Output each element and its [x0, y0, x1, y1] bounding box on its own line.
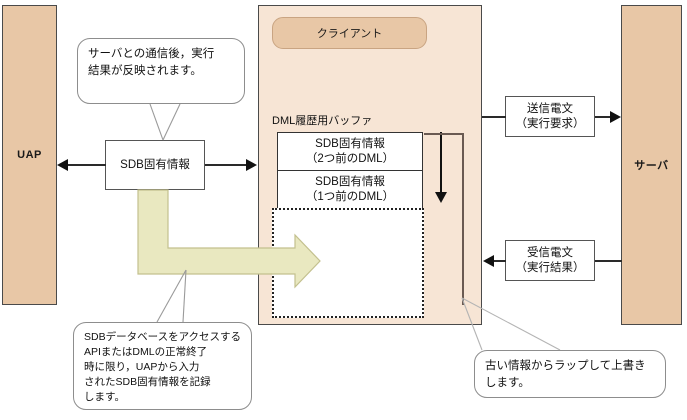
sdb-client-line — [205, 164, 247, 166]
callout-line: APIまたはDMLの正常終了 — [84, 345, 208, 358]
bottom-left-callout-leader-b — [182, 269, 187, 323]
uap-label: UAP — [17, 149, 42, 161]
callout-line: 結果が反映されます。 — [88, 64, 202, 77]
callout-line: します。 — [485, 376, 530, 389]
sdb-client-arrowhead — [246, 159, 257, 171]
callout-line: します。 — [84, 390, 125, 403]
callout-top-left: サーバとの通信後，実行 結果が反映されます。 — [77, 38, 245, 104]
callout-line: 時に限り，UAPから入力 — [84, 360, 200, 373]
receive-message-line1: 受信電文 — [527, 247, 573, 260]
callout-line: サーバとの通信後，実行 — [88, 48, 215, 60]
receive-client-arrowhead — [483, 255, 494, 267]
buffer-cell-line1: SDB固有情報 — [315, 137, 385, 150]
top-left-callout-leader-b — [162, 103, 181, 141]
server-lane: サーバ — [621, 5, 682, 325]
send-server-line — [595, 116, 611, 118]
send-message-line2: （実行要求） — [515, 117, 585, 130]
wrap-callout-anchor-top — [424, 133, 463, 135]
uap-lane: UAP — [2, 5, 57, 305]
buffer-title: DML履歴用バッファ — [272, 115, 373, 127]
callout-line: SDBデータベースをアクセスする — [84, 331, 242, 343]
buffer-cell-2-prior: SDB固有情報 （2つ前のDML） — [277, 132, 423, 171]
buffer-cell-line2: （1つ前のDML） — [305, 190, 395, 203]
send-message-line1: 送信電文 — [527, 103, 573, 116]
buffer-cell-empty — [272, 208, 424, 318]
receive-message-line2: （実行結果） — [515, 261, 585, 274]
receive-message-box: 受信電文 （実行結果） — [505, 240, 595, 281]
send-message-box: 送信電文 （実行要求） — [505, 96, 595, 137]
buffer-cell-line2: （2つ前のDML） — [305, 152, 395, 165]
server-label: サーバ — [634, 160, 669, 172]
callout-line: 古い情報からラップして上書き — [485, 360, 646, 372]
bottom-left-callout-leader-a — [156, 269, 187, 323]
callout-bottom-left: SDBデータベースをアクセスする APIまたはDMLの正常終了 時に限り，UAP… — [73, 322, 252, 410]
receive-server-line — [595, 260, 622, 262]
client-chip: クライアント — [272, 17, 427, 49]
callout-line: されたSDB固有情報を記録 — [84, 375, 211, 388]
wrap-arrow-shaft — [440, 132, 442, 196]
receive-client-line — [494, 260, 506, 262]
client-label: クライアント — [316, 28, 383, 40]
top-left-callout-leader-a — [149, 103, 164, 141]
callout-bottom-right: 古い情報からラップして上書き します。 — [474, 350, 666, 398]
wrap-arrow-head — [435, 192, 447, 203]
send-server-arrowhead — [610, 111, 621, 123]
uap-sdb-arrowhead — [57, 159, 68, 171]
buffer-cell-1-prior: SDB固有情報 （1つ前のDML） — [277, 170, 423, 209]
wrap-callout-anchor-line — [462, 133, 464, 305]
buffer-cell-line1: SDB固有情報 — [315, 175, 385, 188]
sdb-info-label: SDB固有情報 — [120, 158, 190, 171]
client-send-line — [482, 116, 506, 118]
sdb-info-box: SDB固有情報 — [105, 140, 205, 190]
uap-sdb-line — [68, 164, 106, 166]
